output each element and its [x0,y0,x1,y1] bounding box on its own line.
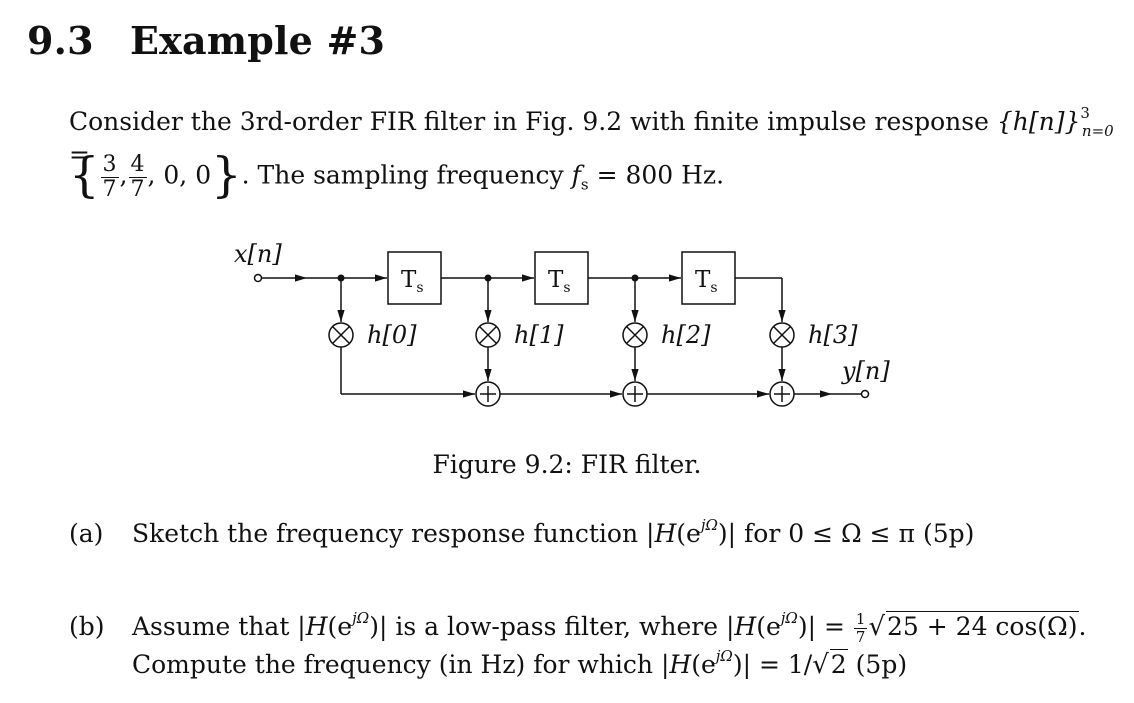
junction-dot-2 [631,274,639,282]
question-b-arg-1: (e [327,612,353,641]
coef2-num: 4 [128,151,147,178]
coef1-den: 7 [102,176,117,202]
fs-symbol: f [571,160,581,190]
question-b-eq: )| = [797,612,845,641]
coef-label-1: h[1] [514,321,564,349]
adder-2 [622,381,648,407]
frac-den: 7 [855,628,866,646]
question-a-H: H [654,519,677,548]
junction-dot-1 [484,274,492,282]
multiplier-2 [622,322,648,348]
question-b-end: . [1078,612,1087,641]
question-b-line-2: Compute the frequency (in Hz) for which … [132,647,907,681]
coef1-num: 3 [100,151,119,178]
question-b-arg-2: (e [756,612,781,641]
section-title-text: Example #3 [130,18,386,63]
delay-label-2: Ts [548,267,571,296]
fs-sub: s [580,175,589,194]
right-brace: } [211,147,242,203]
question-a-label: (a) [69,519,104,548]
question-a: (a) Sketch the frequency response functio… [69,516,974,549]
junction-dot-0 [337,274,345,282]
question-b-exp-1: jΩ [352,609,370,627]
output-terminal [860,389,870,399]
coef-rest: , 0, 0 [147,160,212,190]
multiplier-0 [328,322,354,348]
question-b2-end: (5p) [855,650,908,679]
question-b-exp-3: jΩ [715,647,733,665]
sqrt2-sign: √ [812,650,829,680]
left-brace: { [69,147,100,203]
delay-label-1: Ts [401,267,424,296]
question-b-label: (b) [69,612,105,641]
impulse-sub: n=0 [1081,122,1114,140]
section-heading: 9.3 Example #3 [27,18,385,63]
coef-label-2: h[2] [661,321,711,349]
adder-3 [769,381,795,407]
figure-caption: Figure 9.2: FIR filter. [432,450,702,479]
question-a-exp: jΩ [700,516,718,534]
question-b-H-3: H [669,650,692,679]
question-b-H-1: H [305,612,328,641]
coef-label-0: h[0] [367,321,417,349]
question-b-line-1: (b)Assume that |H(ejΩ)| is a low-pass fi… [69,609,1087,645]
question-b-mid: )| is a low-pass filter, where | [369,612,735,641]
question-b-exp-2: jΩ [780,609,798,627]
question-a-text-after: )| for 0 ≤ Ω ≤ π (5p) [717,519,975,548]
multiplier-1 [475,322,501,348]
radicand: 25 + 24 cos(Ω) [886,611,1079,641]
adder-1 [475,381,501,407]
intro-line-1: Consider the 3rd-order FIR filter in Fig… [69,104,1134,170]
input-terminal [253,273,263,283]
question-b-before: Assume that | [132,612,306,641]
coef-label-3: h[3] [808,321,858,349]
multiplier-3 [769,322,795,348]
intro-text-1: Consider the 3rd-order FIR filter in Fig… [69,107,989,136]
sqrt2-radicand: 2 [829,649,848,679]
intro-text-2: . The sampling frequency [241,160,564,190]
question-b-arg-3: (e [691,650,716,679]
impulse-sup: 3 [1080,104,1090,122]
impulse-set: {h[n]} [996,107,1081,136]
output-label: y[n] [841,357,890,385]
question-a-arg: (e [676,519,701,548]
coef2-den: 7 [130,176,145,202]
question-b-H-2: H [734,612,757,641]
question-b2-eq: )| = 1/ [732,650,813,679]
frac-num: 1 [853,610,868,629]
sqrt-sign: √ [868,612,886,642]
delay-label-3: Ts [695,267,718,296]
section-number: 9.3 [27,18,94,63]
question-a-text-before: Sketch the frequency response function | [132,519,655,548]
fs-value: = 800 Hz. [596,160,725,190]
input-label: x[n] [234,240,282,268]
question-b2-before: Compute the frequency (in Hz) for which … [132,650,670,679]
equals-sign: = [69,140,90,169]
